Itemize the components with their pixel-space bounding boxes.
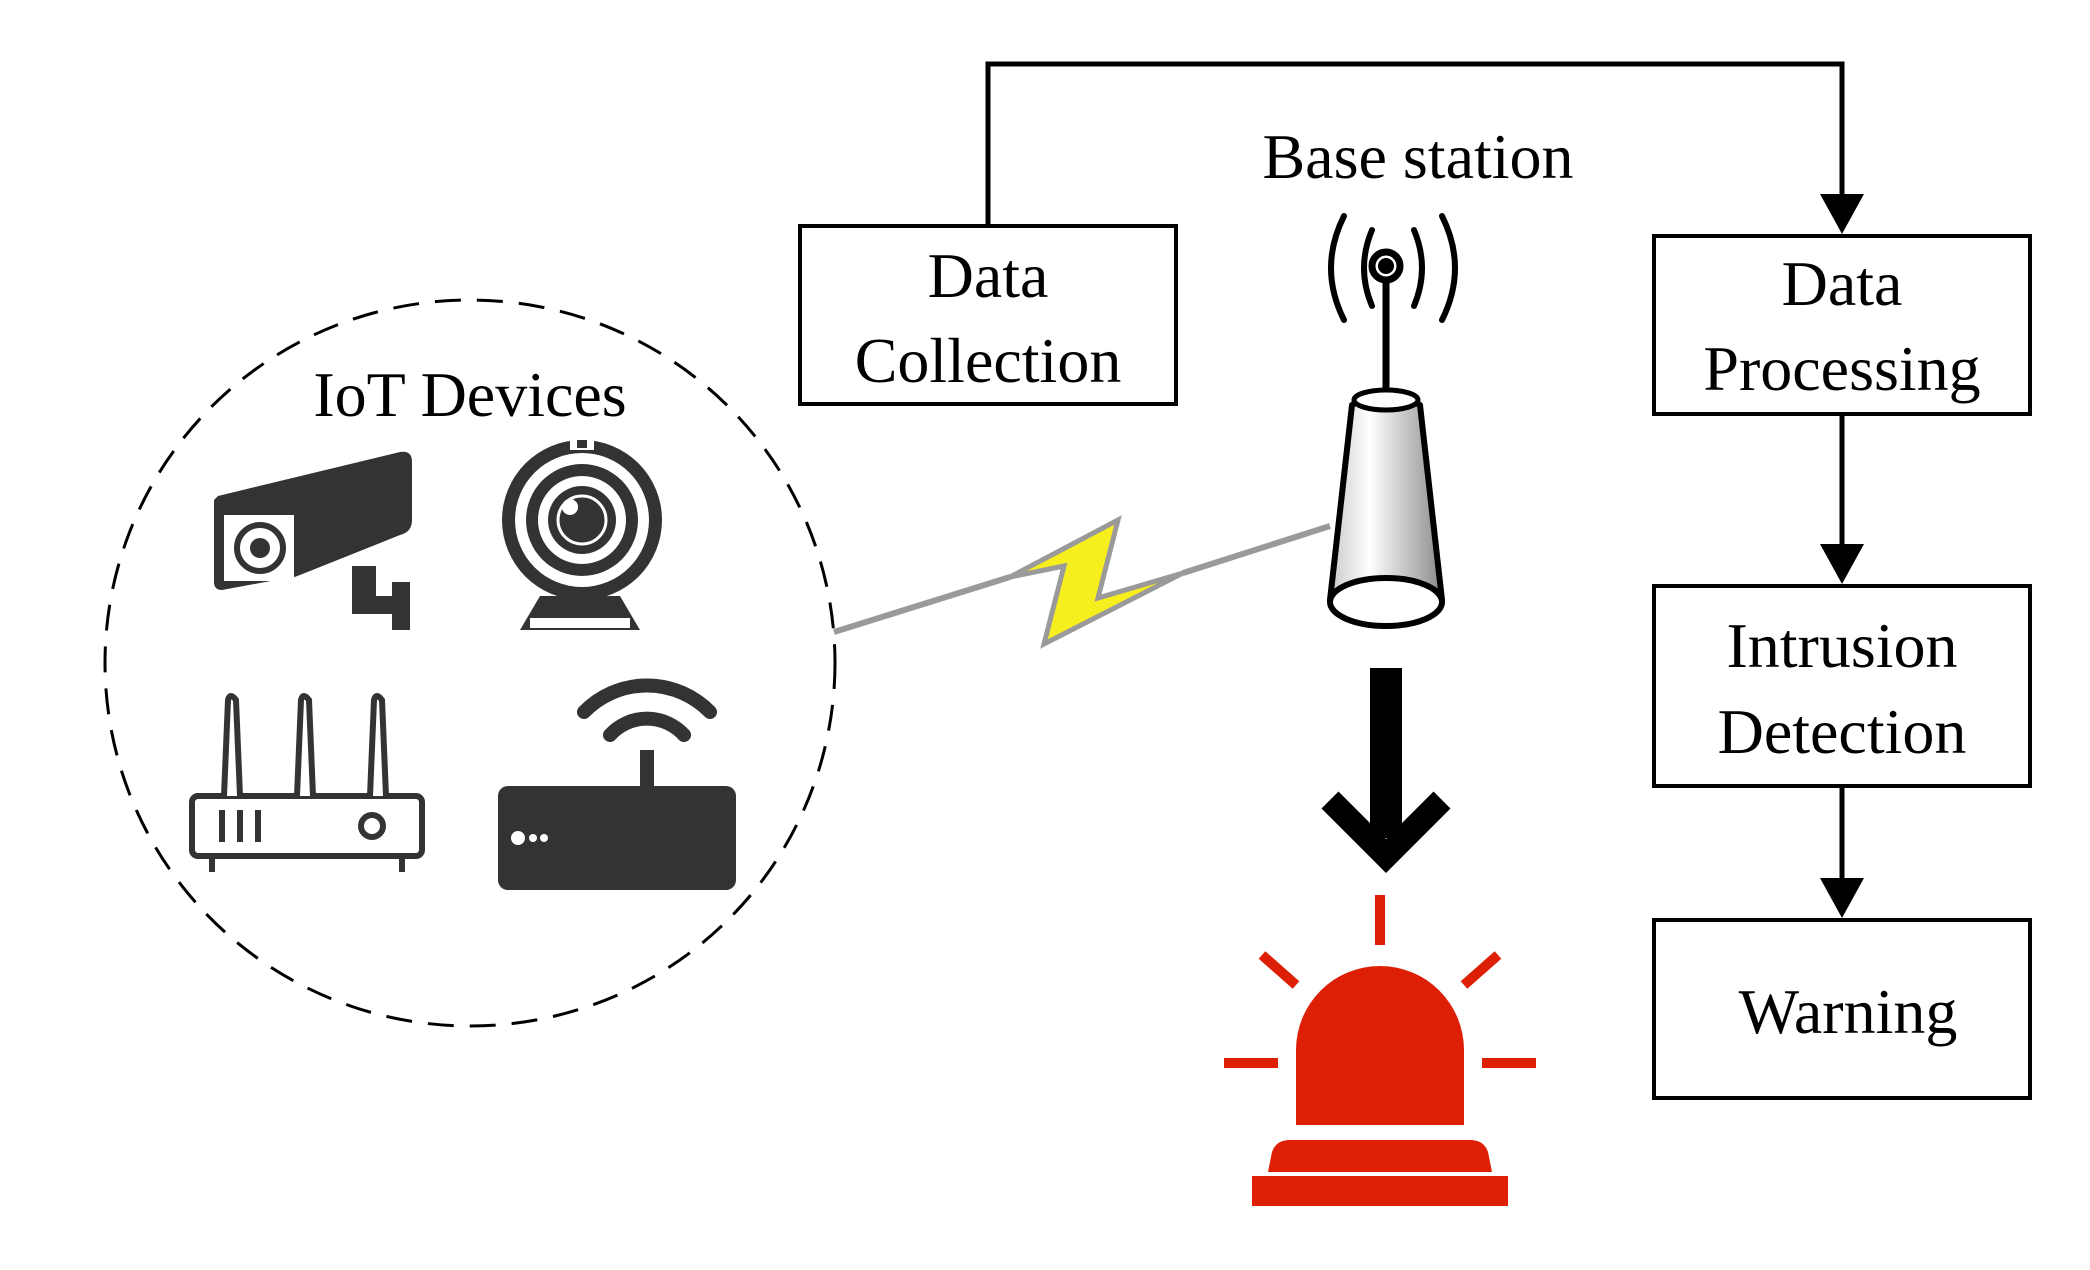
iot-boundary-circle — [103, 298, 837, 1028]
warning-box — [1652, 918, 2032, 1100]
data-collection-line1: Data — [928, 240, 1049, 311]
arrowhead-to-detection — [1820, 544, 1864, 584]
step-data-collection: Data Collection — [798, 224, 1178, 406]
iot-devices-title: IoT Devices — [313, 359, 626, 430]
alarm-siren-icon — [1224, 895, 1536, 1206]
flow-connectors — [985, 61, 1864, 918]
data-collection-box — [798, 224, 1178, 406]
cctv-camera-icon — [214, 451, 412, 630]
connector-collection-to-processing — [985, 61, 1845, 226]
base-station-antenna-icon — [1327, 387, 1445, 629]
alarm-arrow — [1321, 668, 1451, 873]
arrowhead-to-warning — [1820, 878, 1864, 918]
wireless-link — [833, 515, 1331, 649]
data-processing-box — [1652, 234, 2032, 416]
wireless-signal-icon — [1328, 213, 1458, 406]
data-collection-line2: Collection — [855, 325, 1122, 396]
data-processing-line1: Data — [1782, 248, 1903, 319]
data-processing-line2: Processing — [1703, 333, 1980, 404]
step-warning: Warning — [1652, 918, 2032, 1100]
wifi-modem-icon — [498, 678, 736, 890]
intrusion-detection-box — [1652, 584, 2032, 788]
arrowhead-to-processing — [1820, 194, 1864, 234]
intrusion-detection-line1: Intrusion — [1726, 610, 1957, 681]
step-intrusion-detection: Intrusion Detection — [1652, 584, 2032, 788]
lightning-bolt — [1008, 515, 1185, 649]
webcam-icon — [502, 438, 662, 630]
intrusion-detection-line2: Detection — [1718, 696, 1967, 767]
router-icon — [189, 693, 425, 872]
iot-devices-group: IoT Devices — [103, 298, 837, 1028]
base-station-label: Base station — [1262, 121, 1573, 192]
step-data-processing: Data Processing — [1652, 234, 2032, 416]
warning-label: Warning — [1739, 976, 1958, 1047]
link-line-right — [1182, 523, 1331, 576]
link-line-left — [833, 574, 1011, 635]
base-station: Base station — [1262, 121, 1574, 873]
